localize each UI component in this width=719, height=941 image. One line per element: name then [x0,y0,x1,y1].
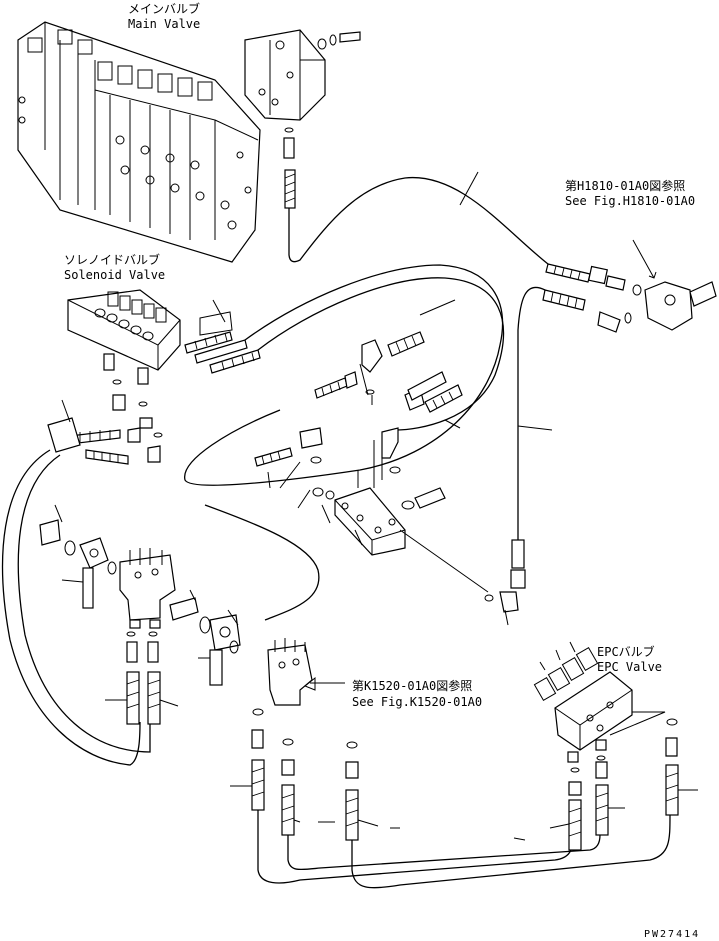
fitting-h1810 [632,281,717,331]
drawing-number: PW27414 [644,929,700,940]
ref-h1810-label-en: See Fig.H1810-01A0 [565,194,695,208]
fitting-block-valve [283,127,296,209]
epc-fittings [568,718,679,851]
epc-valve [533,641,633,763]
solenoid-hoses-left [47,417,129,465]
center-fittings [254,331,463,467]
epc-valve-label-jp: EPCバルブ [597,644,655,659]
main-valve-label-en: Main Valve [128,17,200,31]
ref-k1520-label-jp: 第K1520-01A0図参照 [352,678,472,693]
center-ppc-valve [267,638,313,706]
main-valve-label-jp: メインバルブ [128,1,200,16]
solenoid-fittings [112,379,163,463]
pilot-block-valve [244,29,326,121]
right-vertical-fitting [484,539,526,613]
solenoid-valve-label-en: Solenoid Valve [64,268,165,282]
epc-valve-label-en: EPC Valve [597,660,662,674]
left-ppc-fittings [126,631,161,725]
hose-end-upper-right [545,263,626,291]
main-valve [17,21,261,263]
left-ppc-valve [119,548,176,629]
solenoid-valve-label-jp: ソレノイドバルブ [64,252,160,267]
solenoid-hoses-right [184,299,261,374]
ref-k1520-label-en: See Fig.K1520-01A0 [352,695,482,709]
manifold-block [334,487,406,556]
solenoid-valve [67,289,181,385]
left-eyebolt [39,519,117,609]
center-eyebolt [169,597,241,686]
ref-h1810-label-jp: 第H1810-01A0図参照 [565,178,685,193]
hose-main-to-epc [288,177,549,265]
bolt-washer-top [317,31,361,50]
center-ppc-fittings [251,708,359,841]
